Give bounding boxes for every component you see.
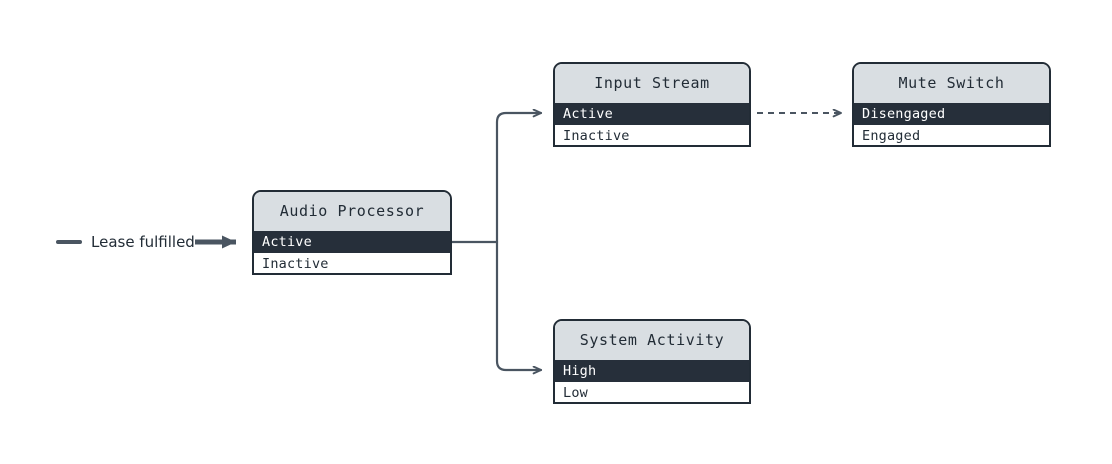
node-input-stream[interactable]: Input Stream Active Inactive xyxy=(553,62,751,147)
edge-audio-processor-to-system-activity xyxy=(495,240,543,370)
edge-audio-processor-to-input-stream xyxy=(495,113,543,244)
node-title-audio-processor: Audio Processor xyxy=(254,192,450,231)
node-row-system-activity-high[interactable]: High xyxy=(555,360,749,382)
node-row-mute-switch-disengaged[interactable]: Disengaged xyxy=(854,103,1049,125)
node-row-audio-processor-inactive[interactable]: Inactive xyxy=(254,253,450,273)
legend: Lease fulfilled xyxy=(56,231,195,253)
node-row-mute-switch-engaged[interactable]: Engaged xyxy=(854,125,1049,145)
node-row-input-stream-active[interactable]: Active xyxy=(555,103,749,125)
node-title-system-activity: System Activity xyxy=(555,321,749,360)
node-title-input-stream: Input Stream xyxy=(555,64,749,103)
node-rows-input-stream: Active Inactive xyxy=(555,103,749,145)
node-rows-audio-processor: Active Inactive xyxy=(254,231,450,273)
node-row-input-stream-inactive[interactable]: Inactive xyxy=(555,125,749,145)
node-mute-switch[interactable]: Mute Switch Disengaged Engaged xyxy=(852,62,1051,147)
node-row-audio-processor-active[interactable]: Active xyxy=(254,231,450,253)
node-system-activity[interactable]: System Activity High Low xyxy=(553,319,751,404)
node-rows-mute-switch: Disengaged Engaged xyxy=(854,103,1049,145)
node-title-mute-switch: Mute Switch xyxy=(854,64,1049,103)
node-rows-system-activity: High Low xyxy=(555,360,749,402)
node-audio-processor[interactable]: Audio Processor Active Inactive xyxy=(252,190,452,275)
legend-label: Lease fulfilled xyxy=(91,233,195,251)
node-row-system-activity-low[interactable]: Low xyxy=(555,382,749,402)
legend-dash-swatch xyxy=(56,240,82,244)
